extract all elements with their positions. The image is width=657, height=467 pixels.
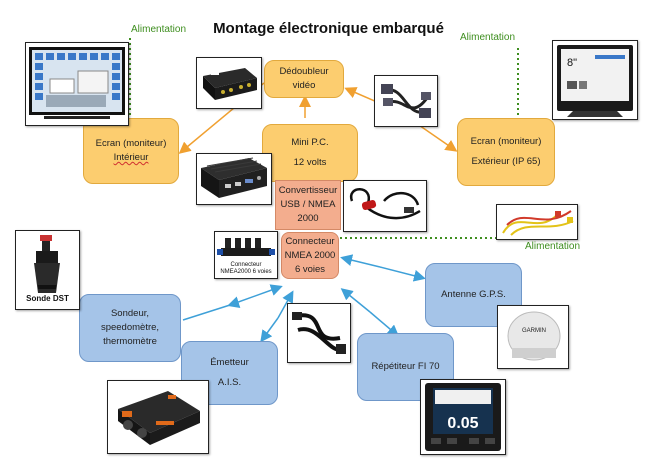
alimentation-label-left: Alimentation <box>131 24 187 35</box>
gps-antenna-photo: GARMIN <box>497 305 569 369</box>
usb-nmea-converter-icon <box>349 188 421 220</box>
box-repetiteur-line1: Répétiteur FI 70 <box>371 361 440 372</box>
box-ecran-interieur-line2: Intérieur <box>113 152 149 163</box>
ais-emitter-icon <box>118 391 200 445</box>
nmea-cable-icon <box>292 312 346 354</box>
video-splitter-photo <box>196 57 262 109</box>
nmea-connector-icon <box>217 238 275 256</box>
arrow-repetiteur-a <box>340 288 371 313</box>
nmea-cable-photo <box>287 303 351 363</box>
nmea-connector-caption-line1: Connecteur <box>230 262 262 268</box>
box-dedoubleur-line1: Dédoubleur <box>279 66 329 77</box>
repeater-value-text: 0.05 <box>447 415 478 432</box>
power-cable-photo <box>496 204 578 240</box>
box-mini-pc-line2: 12 volts <box>293 157 327 168</box>
arrow-emetteur-a <box>260 317 279 343</box>
arrow-emetteur-b <box>277 290 294 319</box>
box-convertisseur-line1: Convertisseur <box>278 185 338 196</box>
interior-monitor-icon <box>29 47 125 119</box>
alimentation-label-right: Alimentation <box>460 32 516 43</box>
box-emetteur-line1: Émetteur <box>210 357 249 368</box>
box-convertisseur: Convertisseur USB / NMEA 2000 <box>275 180 341 230</box>
repeater-fi70-icon: 0.05 <box>425 383 501 451</box>
box-ecran-interieur-line1: Ecran (moniteur) <box>95 138 167 149</box>
box-connecteur-line2: NMEA 2000 <box>284 249 336 261</box>
ais-emitter-photo <box>107 380 209 454</box>
box-convertisseur-line3: 2000 <box>297 213 319 224</box>
box-sondeur: Sondeur, speedomètre, thermomètre <box>79 294 181 362</box>
arrow-sondeur-a <box>182 296 241 321</box>
arrow-repetiteur-b <box>369 311 400 337</box>
alimentation-label-bottom: Alimentation <box>525 241 581 252</box>
video-splitter-icon <box>203 68 257 100</box>
box-antenne-gps: Antenne G.P.S. <box>425 263 522 327</box>
vga-cable-photo <box>374 75 438 127</box>
arrow-antenne-b <box>379 266 426 282</box>
box-connecteur-line3: 6 voies <box>294 263 326 275</box>
box-ecran-exterieur: Ecran (moniteur) Extérieur (IP 65) <box>457 118 555 186</box>
vga-cable-icon <box>381 84 431 118</box>
depth-sounder-photo: Sonde DST <box>15 230 80 310</box>
box-dedoubleur-video: Dédoubleur vidéo <box>264 60 344 98</box>
box-antenne-line1: Antenne G.P.S. <box>441 289 506 300</box>
arrow-antenne-a <box>340 254 381 268</box>
box-ecran-exterieur-line2: Extérieur (IP 65) <box>471 156 541 167</box>
box-sondeur-line1: Sondeur, <box>110 308 150 319</box>
box-ecran-interieur: Ecran (moniteur) Intérieur <box>83 118 179 184</box>
exterior-monitor-icon: 8" <box>557 45 633 117</box>
mini-pc-icon <box>201 157 267 198</box>
interior-monitor-photo <box>25 42 129 126</box>
mini-pc-photo <box>196 153 272 205</box>
box-mini-pc: Mini P.C. 12 volts <box>262 124 358 182</box>
arrow-sondeur-b <box>229 284 283 306</box>
repeater-fi70-photo: 0.05 <box>420 379 506 455</box>
box-connecteur: Connecteur NMEA 2000 6 voies <box>281 232 339 279</box>
gps-antenna-icon: GARMIN <box>507 311 561 361</box>
box-ecran-exterieur-line1: Ecran (moniteur) <box>470 136 542 147</box>
power-cable-icon <box>502 210 574 236</box>
box-dedoubleur-line2: vidéo <box>292 80 316 91</box>
usb-nmea-converter-photo <box>343 180 427 232</box>
sonde-dst-icon <box>34 235 60 293</box>
box-convertisseur-line2: USB / NMEA <box>280 199 336 210</box>
box-sondeur-line3: thermomètre <box>103 336 157 347</box>
monitor-size-text: 8" <box>567 57 577 69</box>
exterior-monitor-photo: 8" <box>552 40 638 120</box>
nmea-connector-caption: Connecteur NMEA2000 6 voies <box>215 262 277 276</box>
gps-brand-text: GARMIN <box>522 328 546 334</box>
box-mini-pc-line1: Mini P.C. <box>291 137 329 148</box>
box-sondeur-line2: speedomètre, <box>100 322 160 333</box>
sonde-dst-caption: Sonde DST <box>26 294 69 303</box>
box-connecteur-line1: Connecteur <box>285 235 335 247</box>
nmea-connector-caption-line2: NMEA2000 6 voies <box>220 269 272 275</box>
page-title: Montage électronique embarqué <box>213 20 444 37</box>
nmea-connector-photo: Connecteur NMEA2000 6 voies <box>214 231 278 279</box>
box-emetteur-line2: A.I.S. <box>217 377 242 388</box>
